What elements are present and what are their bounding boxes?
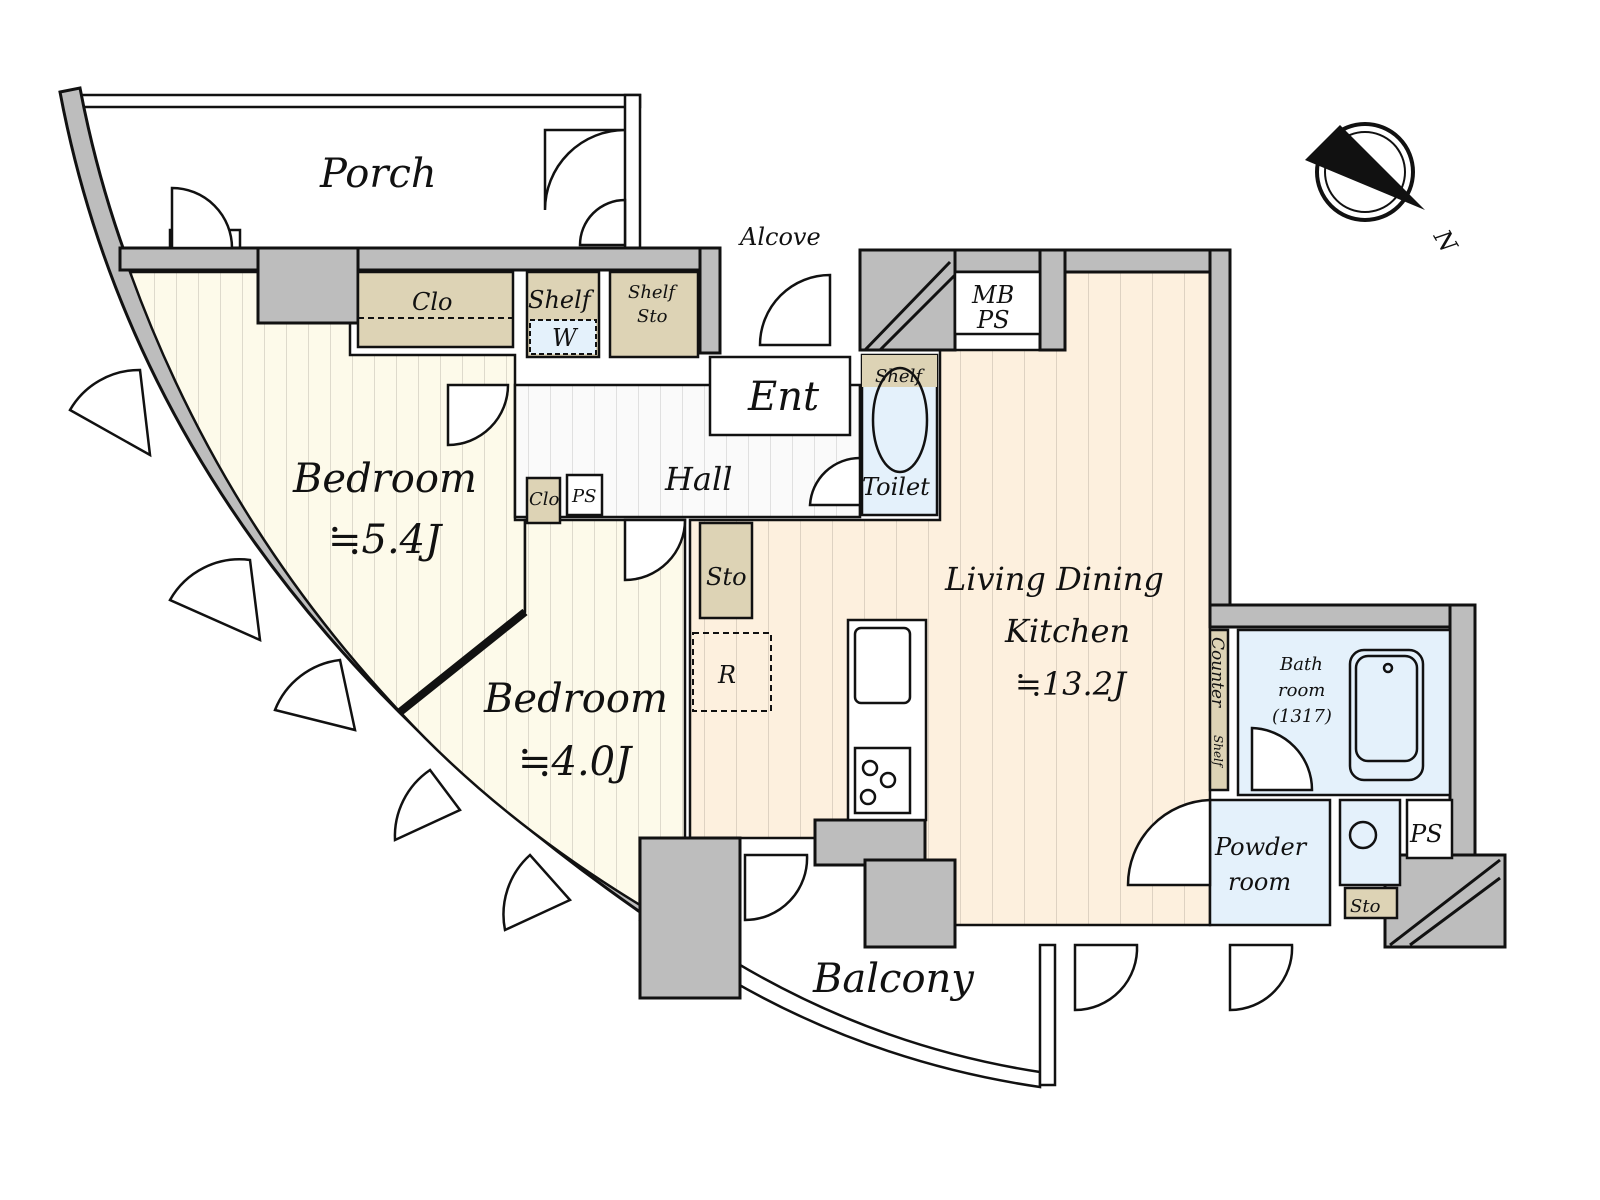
fridge-space xyxy=(692,632,772,712)
label-ldk-size: ≒13.2J xyxy=(1015,665,1128,703)
washbasin-area xyxy=(1338,798,1402,887)
label-ldk-2: Kitchen xyxy=(1004,612,1130,650)
storage-ldk xyxy=(698,521,754,620)
closet-top xyxy=(356,270,515,349)
ps-right xyxy=(1405,798,1454,860)
label-clo-top: Clo xyxy=(412,288,453,316)
label-shelf-sto-1: Shelf xyxy=(628,282,678,303)
label-bath-3: (1317) xyxy=(1272,706,1332,727)
entrance xyxy=(708,355,852,437)
balcony-rail xyxy=(638,903,1042,1089)
label-shelf-side: Shelf xyxy=(1211,735,1225,769)
label-ps-top: PS xyxy=(976,306,1010,334)
label-toilet: Toilet xyxy=(862,473,930,501)
label-bedroom-2-size: ≒4.0J xyxy=(518,739,633,785)
label-shelf-sto-2: Sto xyxy=(637,306,668,327)
label-hall: Hall xyxy=(664,460,732,498)
closet-hall xyxy=(525,476,562,525)
mb-ps xyxy=(953,270,1042,336)
bedroom-partition xyxy=(397,608,528,716)
label-porch: Porch xyxy=(319,151,437,197)
label-sto-right: Sto xyxy=(1350,896,1381,917)
north-compass: N xyxy=(1305,122,1463,258)
sink-icon xyxy=(853,626,912,705)
washbasin-icon xyxy=(1348,820,1378,850)
ps-hall xyxy=(565,473,604,517)
label-mb: MB xyxy=(971,281,1014,309)
storage-right xyxy=(1343,886,1399,920)
kitchen-counter xyxy=(846,618,928,822)
label-sto-ldk: Sto xyxy=(706,563,747,591)
label-powder-2: room xyxy=(1228,868,1291,896)
shelf-sto xyxy=(608,270,700,359)
label-powder-1: Powder xyxy=(1214,833,1308,861)
label-bedroom-1-size: ≒5.4J xyxy=(328,517,443,563)
label-bedroom-2: Bedroom xyxy=(483,676,668,722)
label-w: W xyxy=(552,324,579,352)
label-bedroom-1: Bedroom xyxy=(292,456,477,502)
room-labels: Porch Alcove Clo Shelf W Shelf Sto Ent M… xyxy=(292,151,1443,1002)
label-toilet-shelf: Shelf xyxy=(875,366,925,387)
compass-arrow-icon xyxy=(1305,125,1425,210)
stove-icon xyxy=(853,746,912,815)
label-alcove: Alcove xyxy=(738,223,821,251)
label-bath-1: Bath xyxy=(1279,654,1323,675)
label-fridge: R xyxy=(717,661,736,689)
powder-room xyxy=(1208,798,1332,927)
label-ldk-1: Living Dining xyxy=(944,560,1164,598)
label-ps-hall: PS xyxy=(571,486,596,507)
north-label: N xyxy=(1427,224,1463,258)
label-bath-2: room xyxy=(1278,680,1325,701)
counter xyxy=(1208,628,1230,792)
doors[interactable] xyxy=(68,128,1314,1012)
label-balcony: Balcony xyxy=(812,956,975,1002)
label-shelf-w: Shelf xyxy=(528,286,595,314)
label-ent: Ent xyxy=(747,374,820,420)
label-counter: Counter xyxy=(1207,637,1227,708)
walls xyxy=(118,246,1507,1000)
label-ps-right: PS xyxy=(1409,820,1443,848)
balcony-side-wall xyxy=(1038,943,1057,1087)
label-clo-hall: Clo xyxy=(529,489,560,510)
